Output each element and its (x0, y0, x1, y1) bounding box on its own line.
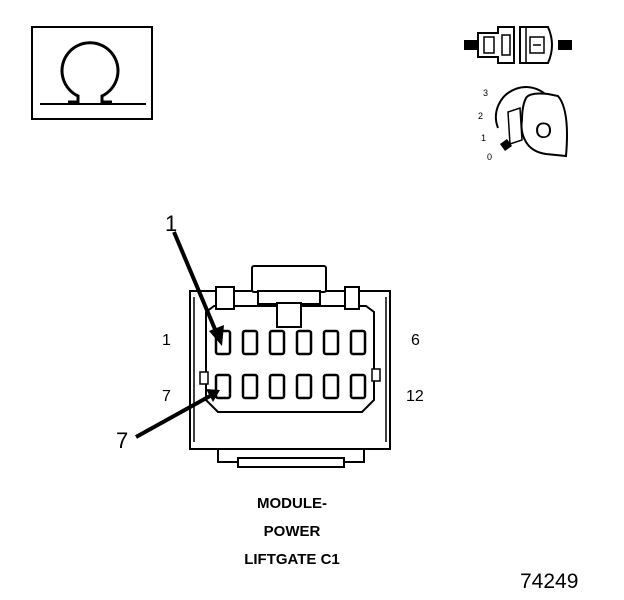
disconnect-icon (464, 26, 572, 64)
ignition-position-3: 3 (483, 88, 488, 98)
pin-cavity-9 (268, 373, 286, 400)
pin-cavity-7 (214, 373, 232, 400)
callout-label-7: 7 (116, 428, 128, 453)
ignition-key-icon: 3 2 1 0 O (478, 86, 568, 162)
pin-cavity-11 (322, 373, 340, 400)
figure-number: 74249 (520, 570, 578, 593)
pin-label-row2-left: 7 (162, 388, 171, 405)
pin-cavity-3 (268, 329, 286, 356)
ohmmeter-symbol (31, 26, 153, 120)
pin-cavity-2 (241, 329, 259, 356)
ignition-position-1: 1 (481, 133, 486, 143)
pin-label-row1-right: 6 (411, 332, 420, 349)
ignition-position-0: 0 (487, 152, 492, 162)
pin-cavity-10 (295, 373, 313, 400)
caption-line-1: MODULE- (257, 495, 327, 512)
pin-label-row2-right: 12 (406, 388, 424, 405)
pin-cavity-5 (322, 329, 340, 356)
caption-line-3: LIFTGATE C1 (244, 551, 340, 568)
pin-cavity-12 (349, 373, 367, 400)
callout-arrow-7 (135, 389, 220, 439)
pin-cavities (214, 329, 367, 400)
connector-body (189, 265, 391, 468)
pin-cavity-4 (295, 329, 313, 356)
ohm-icon (60, 41, 120, 104)
pin-cavity-6 (349, 329, 367, 356)
ignition-position-2: 2 (478, 111, 483, 121)
callout-arrow-1 (172, 231, 224, 346)
callout-label-1: 1 (165, 211, 177, 236)
pin-label-row1-left: 1 (162, 332, 171, 349)
pin-cavity-8 (241, 373, 259, 400)
ignition-key-label: O (535, 118, 552, 143)
caption-line-2: POWER (264, 523, 321, 540)
